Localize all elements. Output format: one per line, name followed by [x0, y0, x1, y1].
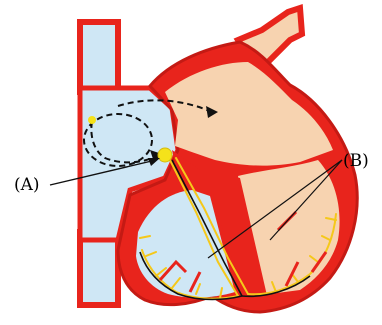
sa-node-dot — [88, 116, 96, 124]
label-b: (B) — [343, 151, 369, 171]
left-atrium — [165, 62, 333, 166]
label-a: (A) — [14, 175, 40, 195]
av-node-dot — [158, 148, 172, 162]
